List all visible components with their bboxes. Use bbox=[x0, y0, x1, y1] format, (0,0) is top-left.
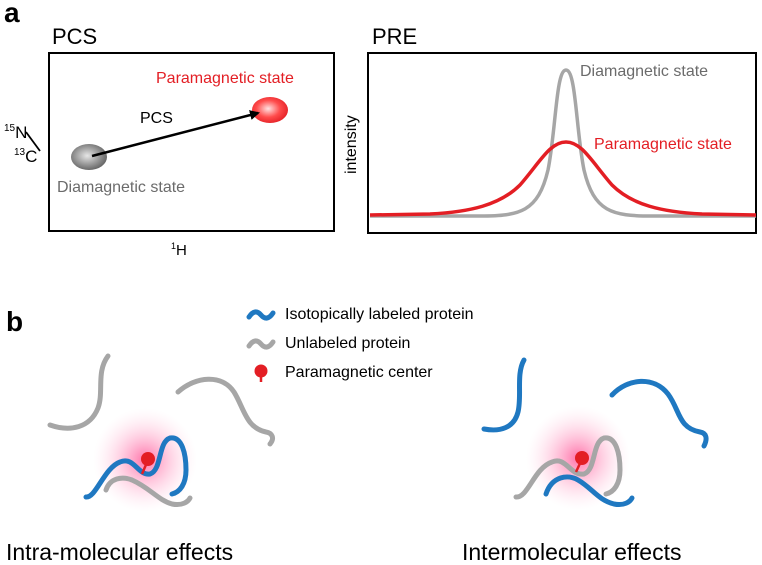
legend-item-paramagnetic: Paramagnetic center bbox=[285, 364, 433, 381]
intra-molecular-illustration bbox=[47, 353, 276, 512]
pcs-y-axis-bottom: 13C bbox=[14, 147, 37, 166]
pre-diamagnetic-label: Diamagnetic state bbox=[580, 63, 708, 80]
pcs-x-axis-label: 1H bbox=[171, 241, 187, 259]
pre-plot-frame bbox=[367, 52, 757, 234]
inter-blue-strand-top bbox=[481, 357, 527, 433]
pcs-plot-frame bbox=[48, 52, 335, 232]
legend-item-labeled: Isotopically labeled protein bbox=[285, 306, 474, 323]
pre-paramagnetic-label: Paramagnetic state bbox=[594, 136, 732, 153]
inter-caption: Intermolecular effects bbox=[462, 539, 681, 565]
inter-paramagnetic-center bbox=[575, 451, 589, 465]
diamagnetic-peak bbox=[71, 144, 107, 170]
intra-gray-strand-bottom bbox=[103, 475, 193, 507]
paramagnetic-peak bbox=[252, 97, 288, 123]
inter-blue-strand-right bbox=[609, 378, 709, 449]
inter-gray-strand bbox=[513, 435, 623, 500]
legend: Isotopically labeled protein Unlabeled p… bbox=[246, 306, 474, 382]
pre-paramagnetic-curve bbox=[369, 140, 757, 217]
pre-y-axis-label: intensity bbox=[343, 115, 360, 174]
pcs-y-axis-label: 15N 13C bbox=[4, 123, 41, 166]
legend-gray-swatch bbox=[246, 338, 276, 350]
panel-a-label: a bbox=[4, 0, 20, 28]
legend-item-unlabeled: Unlabeled protein bbox=[285, 335, 410, 352]
intra-blue-strand bbox=[83, 435, 189, 500]
inter-blue-strand-bottom bbox=[543, 474, 635, 507]
intermolecular-illustration bbox=[481, 357, 709, 510]
pcs-paramagnetic-label: Paramagnetic state bbox=[156, 70, 294, 87]
legend-blue-swatch bbox=[246, 309, 276, 321]
intra-paramagnetic-center bbox=[141, 452, 155, 466]
intra-gray-strand-right bbox=[175, 376, 276, 447]
legend-red-pin bbox=[254, 364, 268, 378]
pcs-diamagnetic-label: Diamagnetic state bbox=[57, 179, 185, 196]
pre-diamagnetic-curve bbox=[370, 68, 756, 218]
pcs-arrow-label: PCS bbox=[140, 110, 173, 127]
pcs-title: PCS bbox=[52, 24, 97, 49]
panel-b-label: b bbox=[6, 306, 23, 337]
pcs-y-axis-slash bbox=[25, 131, 41, 152]
pcs-shift-arrow bbox=[91, 110, 260, 158]
pcs-y-axis-top: 15N bbox=[4, 123, 27, 142]
intra-gray-strand-top bbox=[47, 353, 111, 431]
intra-caption: Intra-molecular effects bbox=[6, 539, 233, 565]
pre-title: PRE bbox=[372, 24, 417, 49]
